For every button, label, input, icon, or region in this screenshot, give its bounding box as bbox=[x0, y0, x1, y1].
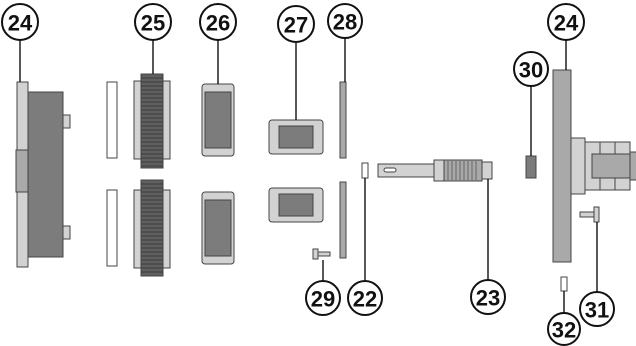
callout-26-label: 26 bbox=[206, 11, 230, 36]
part-32-pin bbox=[560, 276, 568, 292]
callout-29: 29 bbox=[305, 280, 341, 316]
callout-24-left-label: 24 bbox=[8, 11, 33, 36]
callout-25-label: 25 bbox=[141, 11, 165, 36]
part-31-screw bbox=[579, 206, 600, 223]
callout-24-right: 24 bbox=[547, 3, 585, 41]
callout-27: 27 bbox=[277, 5, 315, 43]
callout-22: 22 bbox=[347, 280, 383, 316]
callout-28-label: 28 bbox=[333, 10, 357, 35]
part-25-gear-assembly bbox=[106, 73, 171, 277]
callout-31-label: 31 bbox=[585, 298, 609, 323]
part-22-pin bbox=[361, 162, 369, 179]
part-24-right-housing bbox=[552, 69, 636, 263]
part-24-left-housing bbox=[15, 81, 71, 268]
callout-32-label: 32 bbox=[552, 318, 576, 343]
callout-22-label: 22 bbox=[353, 287, 377, 312]
callout-25: 25 bbox=[134, 3, 172, 41]
part-29-screw bbox=[312, 248, 331, 260]
leader-lines bbox=[19, 38, 598, 314]
callout-24-right-label: 24 bbox=[554, 11, 579, 36]
callout-26: 26 bbox=[199, 3, 237, 41]
callout-28: 28 bbox=[327, 3, 363, 39]
part-28-plates bbox=[339, 81, 347, 259]
callout-32: 32 bbox=[547, 312, 581, 346]
callout-23-label: 23 bbox=[476, 286, 500, 311]
gear-teeth-upper bbox=[141, 77, 163, 167]
callout-24-left: 24 bbox=[1, 3, 39, 41]
callout-31: 31 bbox=[579, 291, 615, 327]
part-26-bearing-blocks bbox=[201, 83, 235, 265]
callout-27-label: 27 bbox=[284, 13, 308, 38]
callout-30-label: 30 bbox=[519, 58, 543, 83]
callout-29-label: 29 bbox=[311, 287, 335, 312]
gear-teeth-lower bbox=[141, 183, 163, 273]
callout-23: 23 bbox=[470, 279, 506, 315]
part-27-bushings bbox=[268, 119, 324, 223]
callout-30: 30 bbox=[513, 51, 549, 87]
part-30-block bbox=[525, 155, 537, 179]
shaft-knurl bbox=[447, 161, 477, 180]
part-23-shaft bbox=[377, 159, 493, 182]
